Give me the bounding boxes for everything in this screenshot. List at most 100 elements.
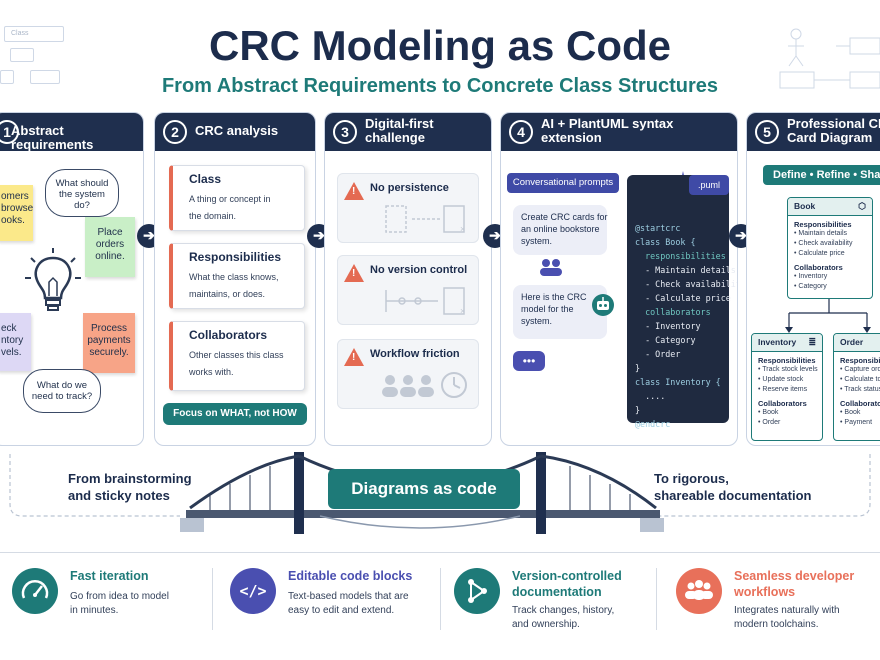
panel-header: 1 Abstract requirements bbox=[0, 113, 143, 152]
list-item: • Update stock bbox=[758, 376, 804, 383]
svg-text:×: × bbox=[460, 306, 465, 316]
typing-indicator: ••• bbox=[513, 351, 545, 371]
team-icon bbox=[676, 568, 722, 614]
code-line: } bbox=[635, 363, 641, 373]
connector-lines bbox=[785, 299, 871, 333]
lightbulb-icon bbox=[25, 248, 81, 311]
sticky-note-green: Place orders online. bbox=[85, 217, 135, 277]
code-line: - Category bbox=[635, 335, 696, 345]
diagrams-as-code-banner: Diagrams as code bbox=[328, 469, 520, 509]
panel-title: Abstract requirements bbox=[11, 123, 94, 152]
feature-seamless-workflows: Seamless developer workflows Integrates … bbox=[676, 560, 876, 640]
crc-card-collaborators: Collaborators Other classes this class w… bbox=[169, 321, 305, 391]
list-item: • Order bbox=[758, 419, 781, 426]
section-label: Responsibilities bbox=[758, 356, 816, 365]
panel-header: 2 CRC analysis bbox=[155, 113, 315, 151]
code-line: responsibilities bbox=[635, 251, 726, 261]
crc-card-class: Class A thing or concept in the domain. bbox=[169, 165, 305, 231]
code-line: class Inventory { bbox=[635, 377, 721, 387]
section-label: Collaborators bbox=[758, 399, 807, 408]
puml-extension-tab[interactable]: .puml bbox=[689, 175, 729, 195]
svg-text:×: × bbox=[460, 224, 465, 234]
user-avatar-icon bbox=[540, 259, 562, 276]
panel-ai-plantuml: 4 AI + PlantUML syntax extension Convers… bbox=[500, 112, 738, 446]
panel-abstract-requirements: 1 Abstract requirements omers browse ook… bbox=[0, 112, 144, 446]
challenge-title: Workflow friction bbox=[370, 348, 460, 360]
bridge-illustration bbox=[9, 452, 871, 534]
panel-crc-analysis: 2 CRC analysis Class A thing or concept … bbox=[154, 112, 316, 446]
list-item: • Capture ord bbox=[840, 366, 880, 373]
decor-box bbox=[10, 48, 34, 62]
sticky-note-purple: eck ntory vels. bbox=[0, 313, 31, 371]
feature-title: Version-controlled documentation bbox=[512, 569, 622, 599]
warning-icon: ! bbox=[344, 348, 364, 366]
list-item: • Maintain details bbox=[794, 230, 848, 237]
feature-editable-code-blocks: </> Editable code blocks Text-based mode… bbox=[230, 560, 440, 640]
page-subtitle: From Abstract Requirements to Concrete C… bbox=[161, 75, 719, 97]
code-line: @startcrc bbox=[635, 223, 681, 233]
divider bbox=[0, 552, 880, 553]
panel-title: Professional CRC Card Diagram bbox=[787, 116, 880, 145]
focus-banner: Focus on WHAT, not HOW bbox=[163, 403, 307, 425]
cube-icon: ⬡ bbox=[858, 201, 866, 211]
card-body: A thing or concept in the domain. bbox=[189, 194, 271, 221]
people-clock-icon bbox=[382, 372, 467, 398]
decor-box bbox=[0, 70, 14, 84]
define-refine-share-banner: Define • Refine • Share bbox=[763, 165, 880, 185]
plantuml-code-block[interactable]: @startcrc class Book { responsibilities … bbox=[627, 175, 737, 429]
panel-header: 4 AI + PlantUML syntax extension bbox=[501, 113, 737, 151]
speedometer-icon bbox=[12, 568, 58, 614]
code-icon: </> bbox=[230, 568, 276, 614]
robot-icon bbox=[592, 294, 614, 316]
decor-box bbox=[30, 70, 60, 84]
feature-title: Seamless developer workflows bbox=[734, 569, 855, 599]
feature-description: Integrates naturally with modern toolcha… bbox=[734, 605, 840, 630]
list-item: • Reserve items bbox=[758, 386, 808, 393]
decor-uml-sketch bbox=[779, 28, 880, 89]
divider bbox=[656, 568, 657, 630]
conversational-prompts-label: Conversational prompts bbox=[507, 173, 619, 193]
panel-title: AI + PlantUML syntax extension bbox=[541, 116, 674, 145]
code-line: } bbox=[635, 405, 641, 415]
code-line: class Book { bbox=[635, 237, 696, 247]
list-item: • Calculate price bbox=[794, 250, 845, 257]
challenge-no-persistence: ! No persistence × bbox=[337, 173, 479, 243]
feature-description: Go from idea to model in minutes. bbox=[70, 591, 169, 616]
challenge-no-version-control: ! No version control × bbox=[337, 255, 479, 325]
code-line: collaborators bbox=[635, 307, 711, 317]
panel-title: CRC analysis bbox=[195, 123, 279, 138]
code-line: - Check availability bbox=[635, 279, 738, 289]
panel-digital-first-challenge: 3 Digital-first challenge ! No persisten… bbox=[324, 112, 492, 446]
feature-title: Editable code blocks bbox=[288, 569, 413, 583]
speech-bubble: What should the system do? bbox=[45, 169, 119, 217]
challenge-title: No version control bbox=[370, 264, 468, 276]
document-icon: × bbox=[385, 205, 465, 234]
list-item: • Category bbox=[794, 283, 827, 290]
card-heading: Collaborators bbox=[189, 328, 268, 342]
feature-description: Text-based models that are easy to edit … bbox=[288, 591, 409, 616]
list-item: • Track status bbox=[840, 386, 880, 393]
list-item: • Check availability bbox=[794, 240, 853, 247]
section-label: Collaborators bbox=[840, 399, 880, 408]
list-item: • Book bbox=[758, 409, 779, 416]
uml-card-book: Book⬡ Responsibilities • Maintain detail… bbox=[787, 197, 873, 299]
branch-icon: × bbox=[385, 287, 465, 316]
panel-crc-card-diagram: 5 Professional CRC Card Diagram Define •… bbox=[746, 112, 880, 446]
code-line: .... bbox=[635, 391, 666, 401]
step-number: 4 bbox=[509, 120, 533, 144]
panel-header: 5 Professional CRC Card Diagram bbox=[747, 113, 880, 151]
list-item: • Track stock levels bbox=[758, 366, 818, 373]
branch-icon bbox=[454, 568, 500, 614]
challenge-title: No persistence bbox=[370, 182, 449, 194]
step-number: 5 bbox=[755, 120, 779, 144]
crc-card-responsibilities: Responsibilities What the class knows, m… bbox=[169, 243, 305, 309]
database-icon: ≣ bbox=[808, 337, 816, 347]
step-number: 2 bbox=[163, 120, 187, 144]
step-number: 3 bbox=[333, 120, 357, 144]
list-item: • Calculate to bbox=[840, 376, 880, 383]
uml-card-inventory: Inventory≣ Responsibilities • Track stoc… bbox=[751, 333, 823, 441]
feature-title: Fast iteration bbox=[70, 569, 149, 583]
code-line: - Inventory bbox=[635, 321, 701, 331]
card-header: Book⬡ bbox=[788, 198, 872, 216]
bridge-left-label: From brainstorming and sticky notes bbox=[68, 471, 192, 503]
